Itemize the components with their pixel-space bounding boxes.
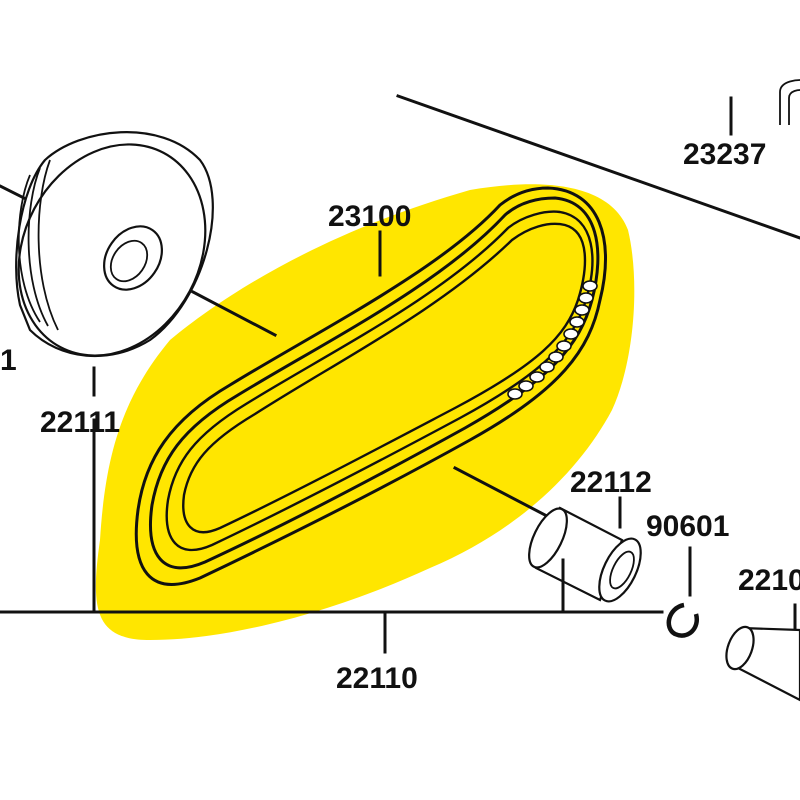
frame-line-top xyxy=(396,94,800,240)
leader-22111-diag xyxy=(190,289,278,338)
pulley-sheave-icon xyxy=(0,131,214,358)
part-number-cut: 1 xyxy=(0,344,17,377)
part-number-22110: 22110 xyxy=(336,662,418,695)
part-number-22112: 22112 xyxy=(570,466,652,499)
bracket-icon xyxy=(779,79,800,125)
shaft-icon xyxy=(725,625,800,702)
part-number-22111: 22111 xyxy=(40,406,120,439)
collar-icon xyxy=(528,506,642,603)
part-number-23100: 23100 xyxy=(328,200,411,233)
leader-belt-collar xyxy=(452,465,548,518)
part-number-2210x: 2210 xyxy=(738,564,800,597)
drive-belt-icon xyxy=(134,186,608,586)
circlip-icon xyxy=(666,602,700,638)
part-number-23237: 23237 xyxy=(683,138,766,171)
part-number-90601: 90601 xyxy=(646,510,729,543)
assembly-bracket-icon xyxy=(0,418,664,654)
belt-highlight xyxy=(95,184,635,640)
